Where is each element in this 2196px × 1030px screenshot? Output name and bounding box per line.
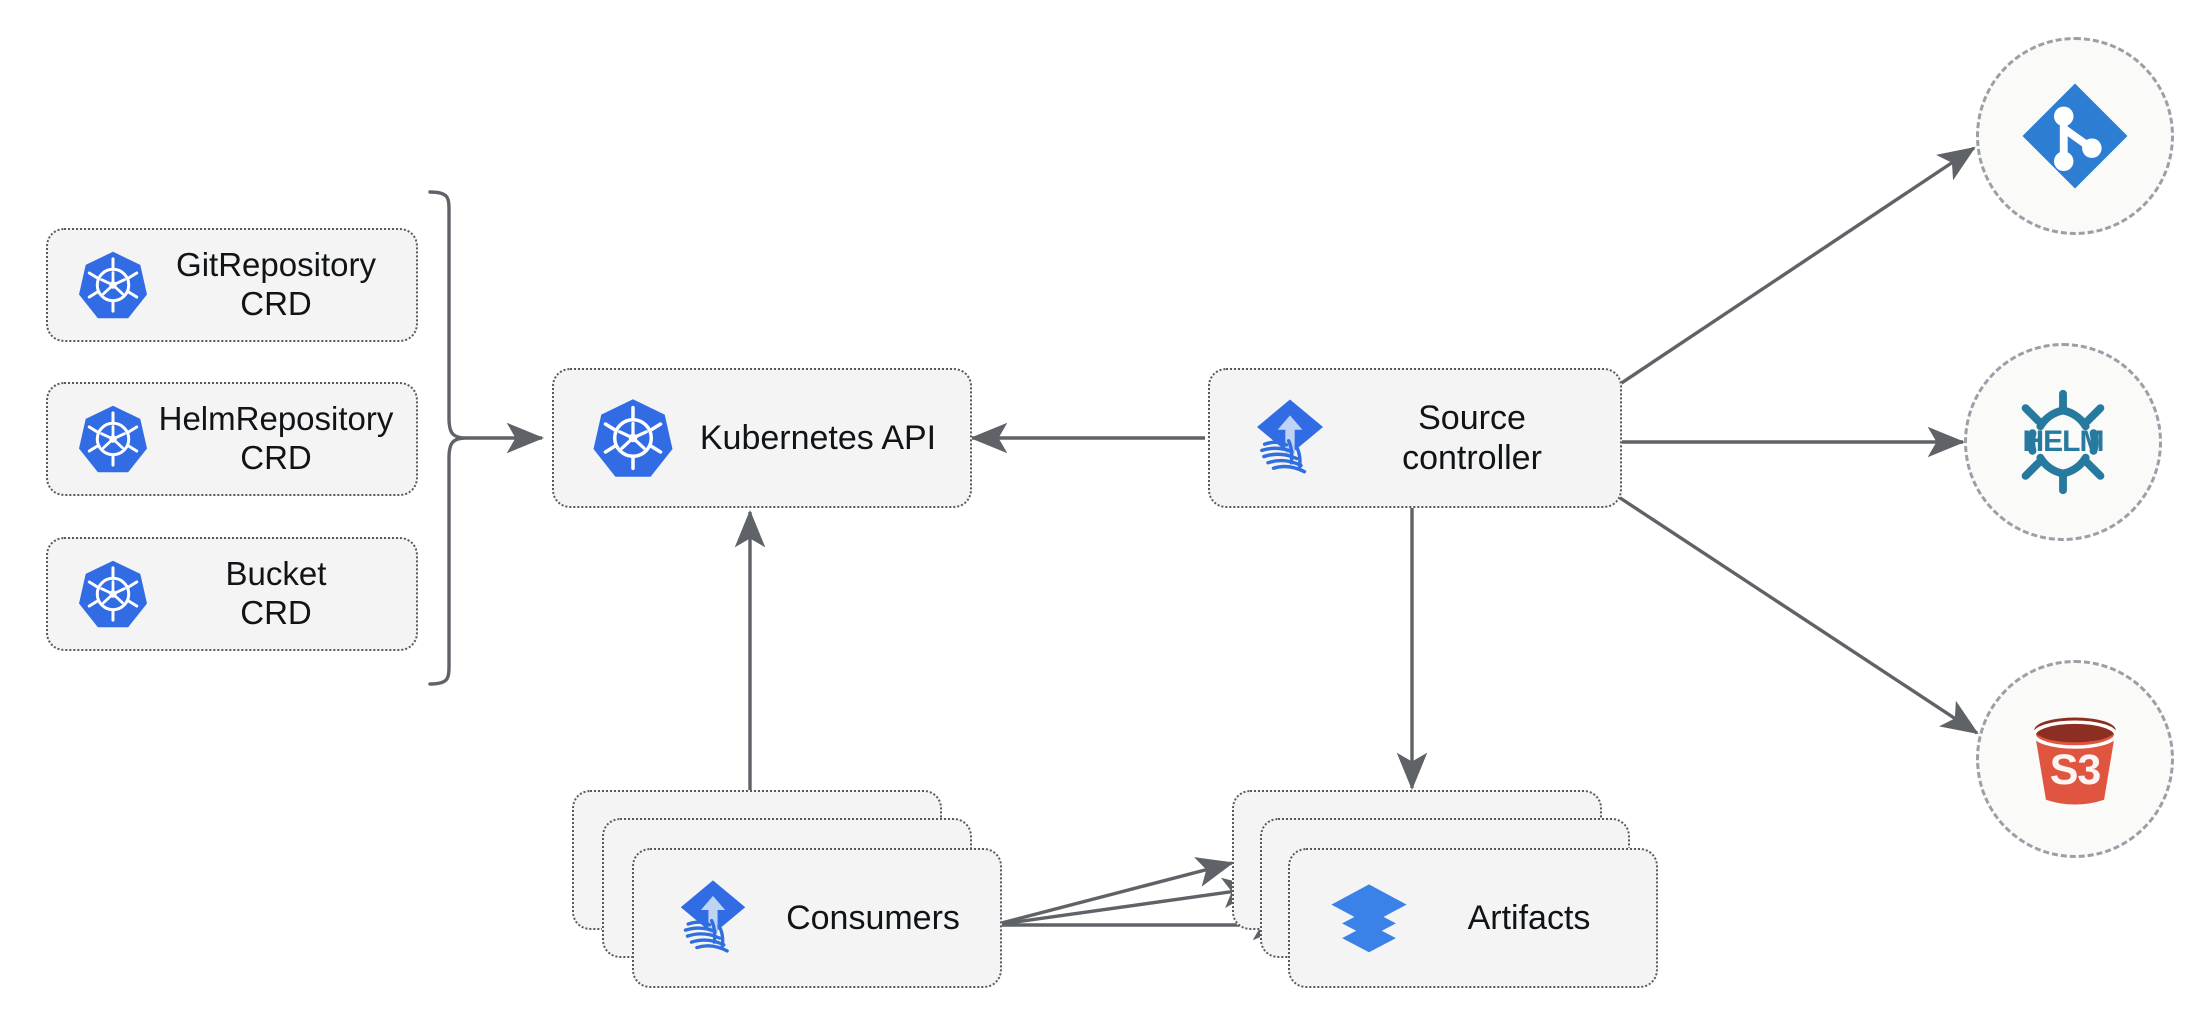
node-source-controller[interactable]: Source controller xyxy=(1208,368,1622,508)
edge-source-to-s3 xyxy=(1607,488,1979,735)
kubernetes-icon xyxy=(76,248,150,322)
flux-icon xyxy=(670,875,756,961)
node-label: Artifacts xyxy=(1467,898,1591,937)
git-icon xyxy=(2015,76,2135,196)
s3-wordmark: S3 xyxy=(2049,745,2102,794)
endpoint-s3[interactable]: S3 xyxy=(1976,660,2174,858)
node-label: Bucket CRD xyxy=(225,555,327,631)
kubernetes-icon xyxy=(590,395,676,481)
endpoint-helm[interactable]: HELM xyxy=(1964,343,2162,541)
layers-icon xyxy=(1326,875,1412,961)
edge-consumers-to-artifacts-1 xyxy=(993,857,1234,927)
node-consumers[interactable]: Consumers xyxy=(632,848,1002,988)
node-artifacts[interactable]: Artifacts xyxy=(1288,848,1658,988)
node-kubernetes-api[interactable]: Kubernetes API xyxy=(552,368,972,508)
kubernetes-icon xyxy=(76,402,150,476)
flux-icon xyxy=(1246,394,1334,482)
node-bucket-crd[interactable]: Bucket CRD xyxy=(46,537,418,651)
edge-source-to-git xyxy=(1607,146,1976,394)
endpoint-git[interactable] xyxy=(1976,37,2174,235)
s3-icon: S3 xyxy=(2013,697,2137,821)
node-label: Consumers xyxy=(786,898,960,937)
node-label: Kubernetes API xyxy=(699,418,937,457)
node-label: Source controller xyxy=(1402,398,1542,477)
crd-brace xyxy=(428,190,467,686)
node-label: GitRepository CRD xyxy=(176,246,376,322)
node-label: HelmRepository CRD xyxy=(158,400,394,476)
edge-consumers-to-artifacts-2 xyxy=(993,877,1261,927)
node-helmrepository-crd[interactable]: HelmRepository CRD xyxy=(46,382,418,496)
helm-wordmark: HELM xyxy=(2022,425,2105,458)
helm-icon: HELM xyxy=(2000,379,2126,505)
kubernetes-icon xyxy=(76,557,150,631)
node-gitrepository-crd[interactable]: GitRepository CRD xyxy=(46,228,418,342)
